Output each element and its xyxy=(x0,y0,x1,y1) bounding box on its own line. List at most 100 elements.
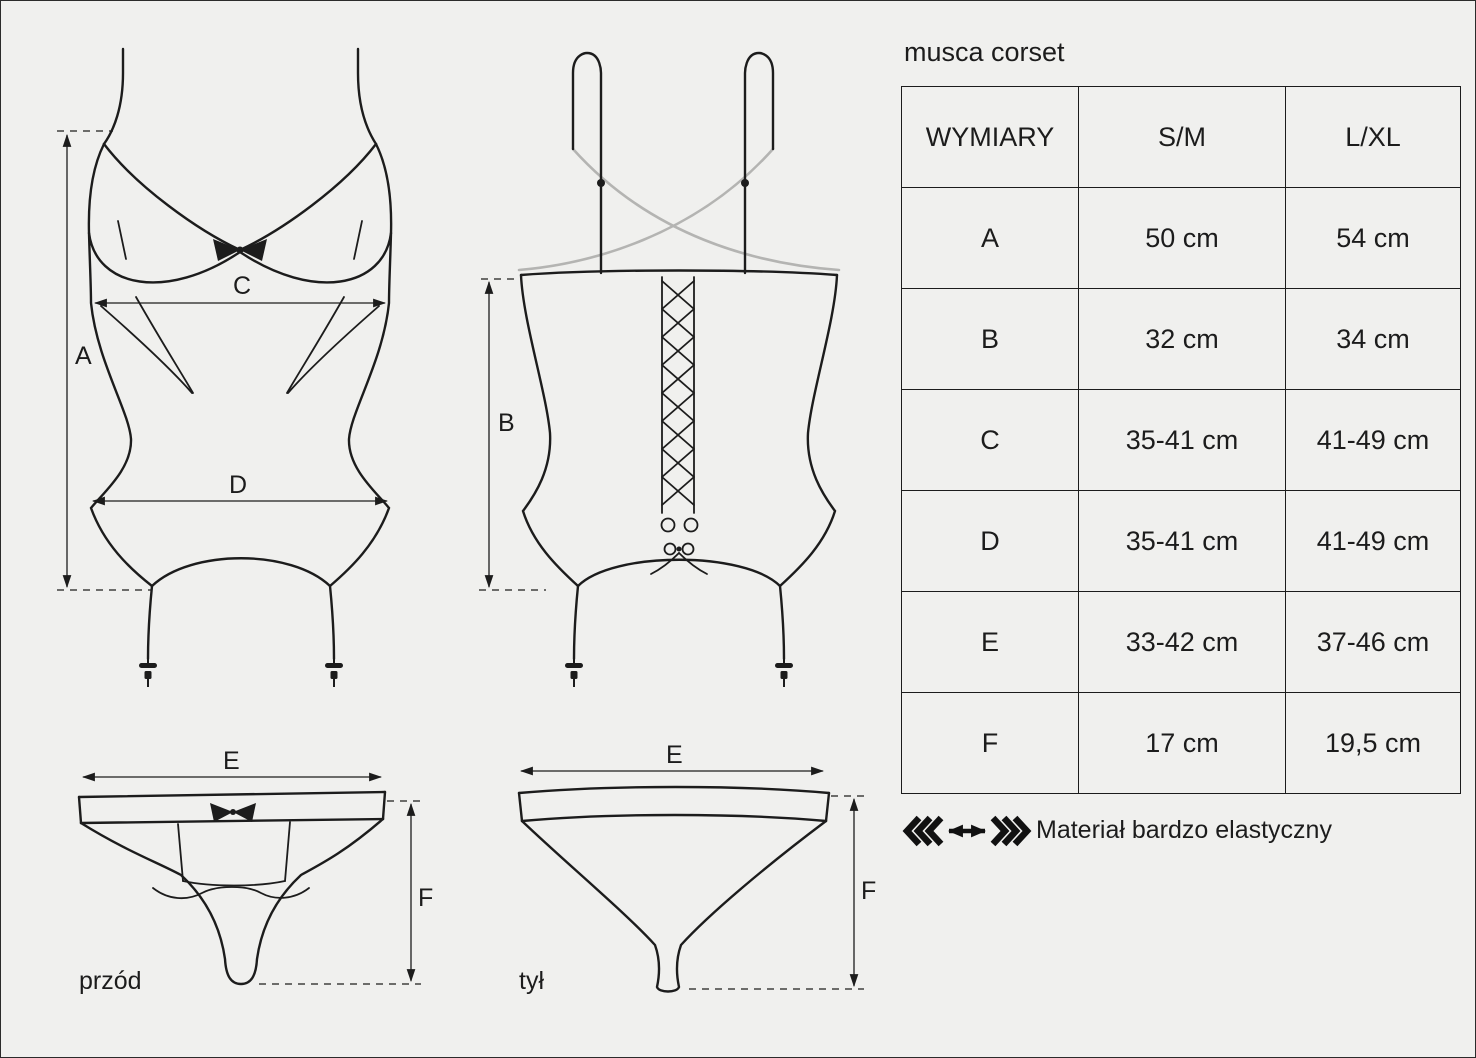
dim-cell: F xyxy=(901,692,1079,794)
panty-front-waist-bottom xyxy=(79,817,385,825)
table-row: F 17 cm 19,5 cm xyxy=(901,692,1461,794)
table-row: A 50 cm 54 cm xyxy=(901,187,1461,289)
dimension-b: B xyxy=(479,278,546,591)
sm-cell: 35-41 cm xyxy=(1078,389,1286,491)
panty-front-bow xyxy=(210,803,256,822)
garter-clip-icon xyxy=(774,658,794,688)
panty-back-waist-top xyxy=(517,785,831,795)
page-title: musca corset xyxy=(904,37,1065,67)
dimension-e-front: E xyxy=(81,747,383,782)
dimension-label-b: B xyxy=(498,409,515,437)
corset-back-lacing xyxy=(650,276,708,575)
panty-front-leg-outline xyxy=(79,817,385,986)
corset-front-right-cup-neckline xyxy=(238,142,378,252)
garter-clip-icon xyxy=(138,658,158,688)
dimension-label-f: F xyxy=(861,877,876,905)
corset-back-right-strap xyxy=(743,51,775,275)
corset-front-drawing: A C D xyxy=(57,47,393,688)
corset-front-right-strap xyxy=(356,47,378,146)
dim-cell: C xyxy=(901,389,1079,491)
panty-back-drawing: E F tył xyxy=(517,741,876,995)
corset-front-right-panel-seam xyxy=(286,296,345,394)
table-row: D 35-41 cm 41-49 cm xyxy=(901,490,1461,592)
dimension-label-e: E xyxy=(666,741,683,769)
corset-back-gray-strap-right xyxy=(517,147,775,272)
panty-back-right-edge xyxy=(824,791,831,823)
sm-cell: 50 cm xyxy=(1078,187,1286,289)
panty-front-lace-wave xyxy=(152,886,310,899)
garter-clip-icon xyxy=(324,658,344,688)
corset-front-left-side xyxy=(87,142,154,588)
sm-cell: 32 cm xyxy=(1078,288,1286,390)
corset-front-left-underwire xyxy=(87,231,242,284)
lxl-cell: 54 cm xyxy=(1285,187,1461,289)
elasticity-note: Materiał bardzo elastyczny xyxy=(1036,816,1332,844)
corset-back-drawing: B xyxy=(479,51,841,688)
table-row: E 33-42 cm 37-46 cm xyxy=(901,591,1461,693)
corset-front-left-strap xyxy=(102,47,125,146)
strap-adjuster-right xyxy=(741,179,749,187)
dimension-e-back: E xyxy=(519,741,825,776)
lxl-cell: 37-46 cm xyxy=(1285,591,1461,693)
dimension-label-f: F xyxy=(418,884,433,912)
strap-adjuster-left xyxy=(597,179,605,187)
lxl-cell: 41-49 cm xyxy=(1285,490,1461,592)
corset-front-bottom-hem xyxy=(150,557,332,588)
corset-front-right-seam xyxy=(287,305,380,394)
corset-back-right-garter xyxy=(778,584,786,661)
sm-cell: 35-41 cm xyxy=(1078,490,1286,592)
dimension-a: A xyxy=(57,130,151,591)
corset-back-top-edge xyxy=(519,269,839,277)
lxl-cell: 19,5 cm xyxy=(1285,692,1461,794)
elastic-material-icon xyxy=(902,815,1032,847)
table-header-row: WYMIARY S/M L/XL xyxy=(901,86,1461,188)
dimension-label-c: C xyxy=(233,272,251,300)
panty-front-drawing: E F przód xyxy=(77,747,433,995)
panty-front-panel-left xyxy=(177,823,184,882)
lxl-cell: 41-49 cm xyxy=(1285,389,1461,491)
corset-back-gray-strap-left xyxy=(571,147,841,272)
header-dimensions: WYMIARY xyxy=(901,86,1079,188)
corset-front-left-cup-neckline xyxy=(102,142,242,252)
panty-back-left-edge xyxy=(517,791,524,823)
corset-front-bow xyxy=(213,239,267,261)
panty-front-right-edge xyxy=(381,790,387,821)
front-view-label: przód xyxy=(79,967,142,995)
corset-front-right-garter xyxy=(328,584,336,661)
table-row: C 35-41 cm 41-49 cm xyxy=(901,389,1461,491)
dim-cell: B xyxy=(901,288,1079,390)
corset-front-left-cup-dart xyxy=(117,220,127,260)
dimension-c: C xyxy=(93,272,387,308)
corset-back-right-side xyxy=(778,273,839,588)
corset-front-right-cup-dart xyxy=(353,220,363,260)
lacing-bow xyxy=(650,542,708,575)
dim-cell: A xyxy=(901,187,1079,289)
corset-front-left-panel-seam xyxy=(135,296,194,394)
corset-back-bottom-hem xyxy=(576,558,782,588)
corset-back-left-side xyxy=(519,273,580,588)
panty-front-panel-right xyxy=(284,821,291,882)
sm-cell: 17 cm xyxy=(1078,692,1286,794)
header-size-lxl: L/XL xyxy=(1285,86,1461,188)
dimension-label-a: A xyxy=(75,342,92,370)
sm-cell: 33-42 cm xyxy=(1078,591,1286,693)
size-table: WYMIARY S/M L/XL A 50 cm 54 cm B 32 cm 3… xyxy=(901,86,1461,794)
corset-front-left-garter xyxy=(146,584,154,661)
dim-cell: E xyxy=(901,591,1079,693)
corset-front-left-seam xyxy=(100,305,193,394)
lxl-cell: 34 cm xyxy=(1285,288,1461,390)
back-view-label: tył xyxy=(519,967,544,995)
table-row: B 32 cm 34 cm xyxy=(901,288,1461,390)
panty-front-left-edge xyxy=(77,795,83,825)
panty-front-panel-bottom xyxy=(182,880,286,887)
corset-front-right-underwire xyxy=(238,231,393,284)
dimension-label-e: E xyxy=(223,747,240,775)
dimension-label-d: D xyxy=(229,471,247,499)
dimension-f-back: F xyxy=(689,795,876,990)
dimension-f-front: F xyxy=(259,800,433,985)
panty-back-waist-bottom xyxy=(520,813,828,823)
dim-cell: D xyxy=(901,490,1079,592)
corset-back-left-strap xyxy=(571,51,603,275)
